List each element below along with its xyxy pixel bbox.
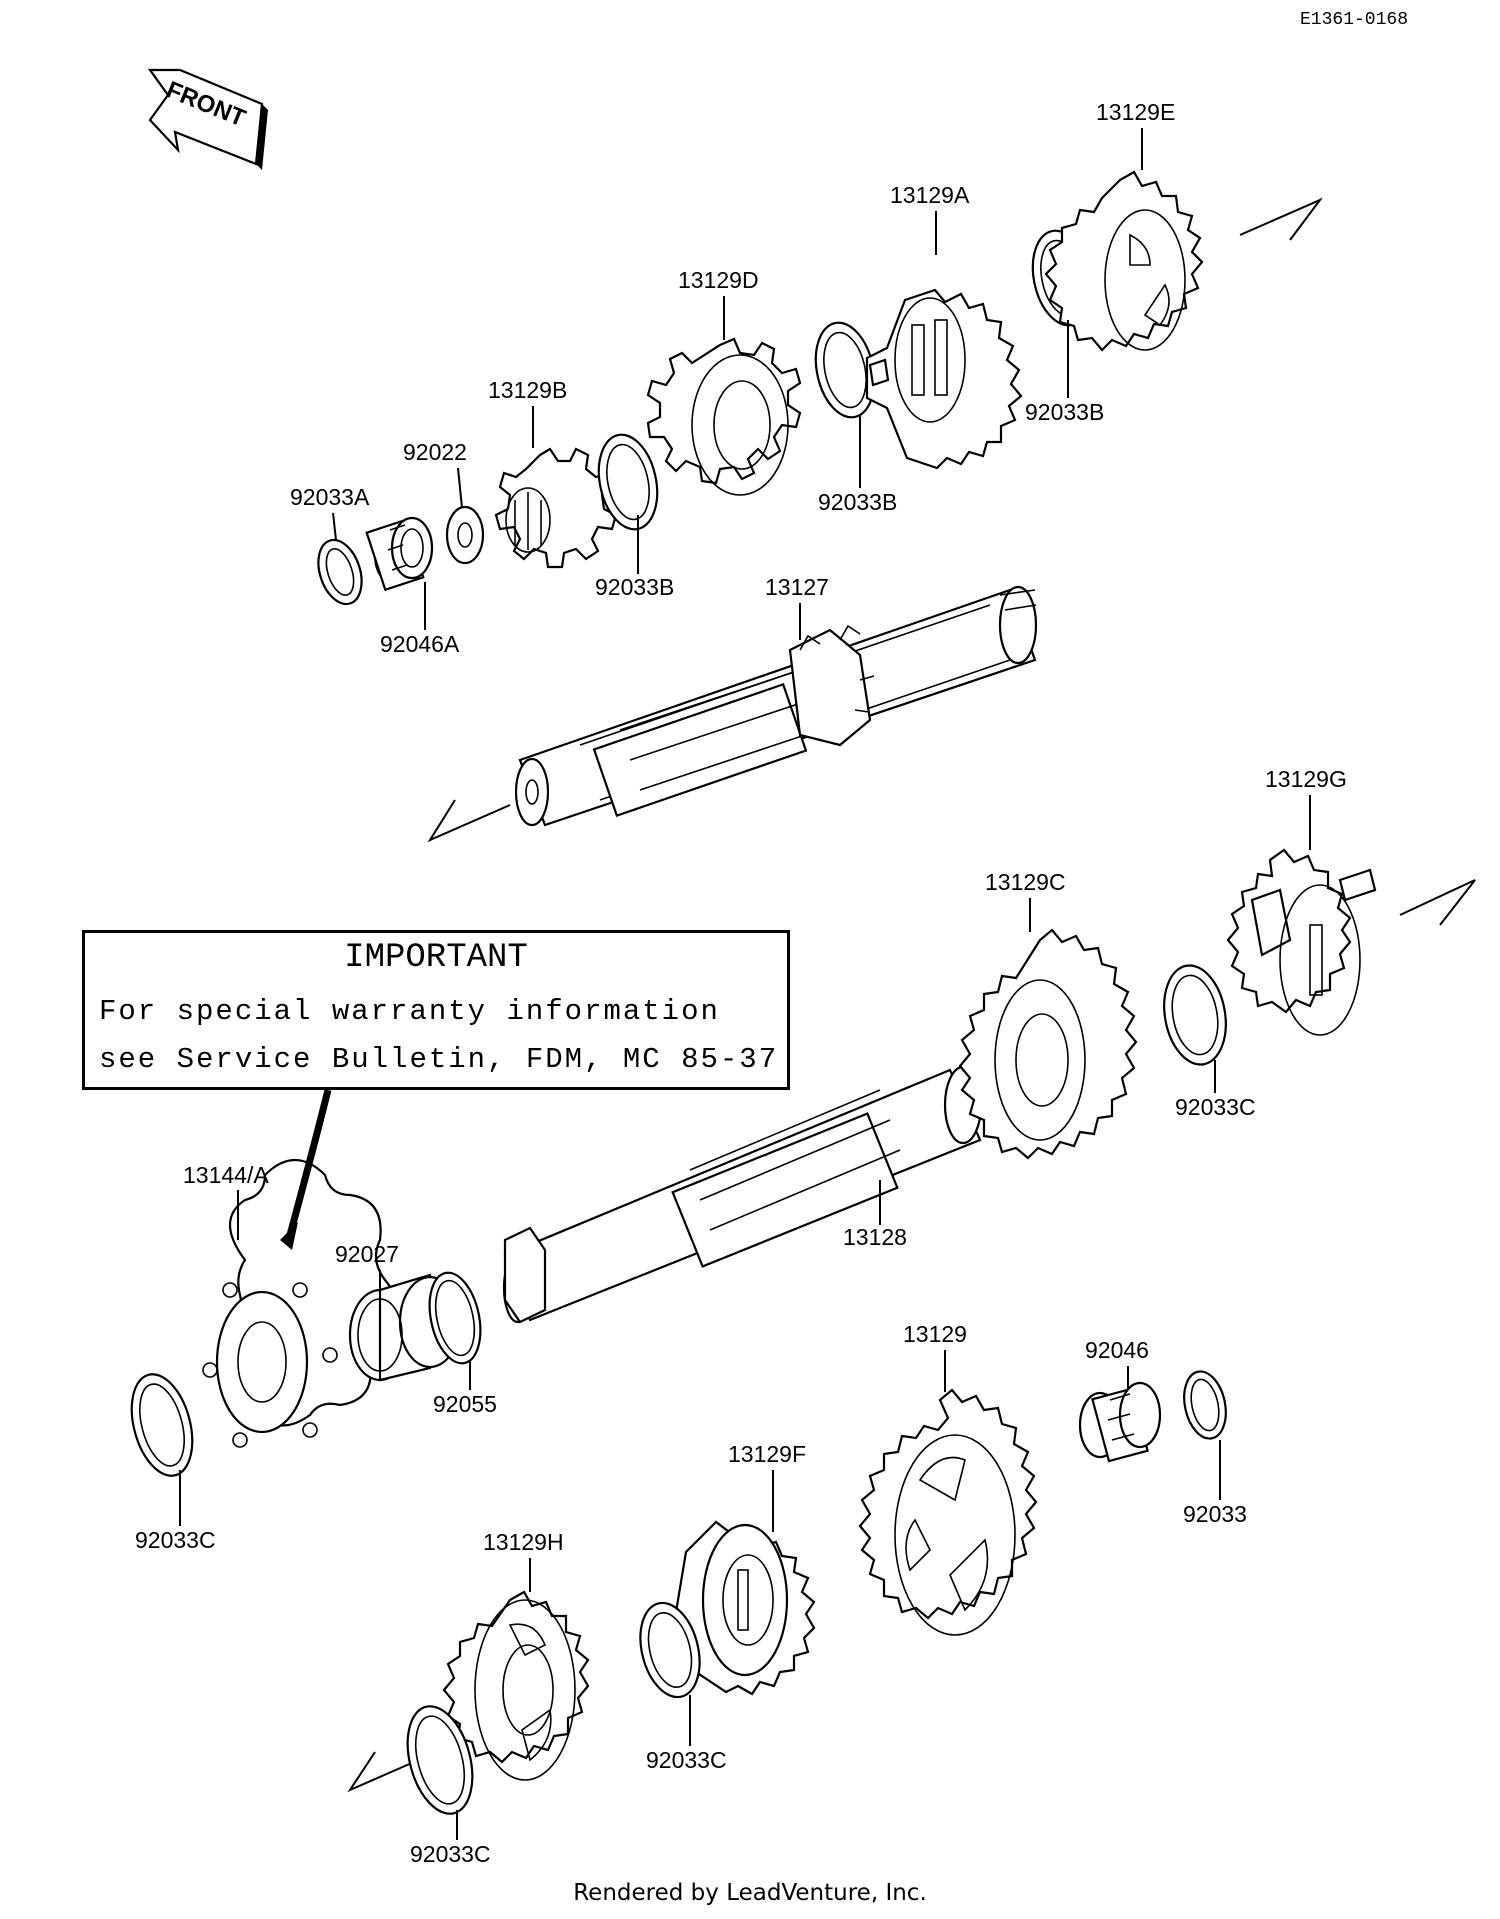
label-13129F: 13129F: [728, 1441, 806, 1467]
output-shaft-13128: [502, 1065, 983, 1324]
label-13129: 13129: [903, 1321, 967, 1347]
label-13129A: 13129A: [890, 182, 970, 208]
washer-92022: [445, 505, 485, 565]
input-shaft-13127: [514, 585, 1038, 827]
label-13128: 13128: [843, 1224, 907, 1250]
part-labels: 13129E 13129A 13129D 92033B 92033B 92033…: [135, 99, 1347, 1867]
notice-heading: IMPORTANT: [344, 939, 528, 977]
circlip-92033C-3: [639, 1601, 701, 1699]
footer-credit: Rendered by LeadVenture, Inc.: [573, 1880, 927, 1906]
axis-arrow-output: [1399, 879, 1476, 926]
gear-13129H: [442, 1590, 590, 1781]
important-notice-box: IMPORTANT For special warranty informati…: [82, 930, 790, 1090]
notice-line-1: For special warranty information: [99, 995, 720, 1028]
label-92033B-1: 92033B: [595, 574, 674, 600]
label-13129C: 13129C: [985, 869, 1066, 895]
label-13129D: 13129D: [678, 267, 759, 293]
notice-pointer-arrow: [286, 1089, 332, 1236]
gear-13129D: [646, 337, 802, 496]
front-arrow-icon: FRONT: [147, 68, 268, 170]
o-ring-92055: [428, 1271, 482, 1365]
label-92033C-4: 92033C: [410, 1841, 491, 1867]
label-92055: 92055: [433, 1391, 497, 1417]
gear-13129E: [1044, 170, 1204, 352]
needle-bearing-92046A: [365, 516, 434, 592]
axis-arrow-upper: [1239, 197, 1324, 241]
label-13129E: 13129E: [1096, 99, 1175, 125]
label-13129H: 13129H: [483, 1529, 564, 1555]
needle-bearing-92046: [1078, 1381, 1162, 1463]
circlip-92033: [1183, 1370, 1227, 1440]
label-92022: 92022: [403, 439, 467, 465]
gear-13129A: [865, 288, 1023, 470]
gear-13129C: [958, 928, 1138, 1160]
label-13144A: 13144/A: [183, 1162, 269, 1188]
gear-13129F: [674, 1520, 816, 1696]
circlip-92033B-1: [597, 433, 659, 531]
label-92033C-1: 92033C: [1175, 1094, 1256, 1120]
label-92033C-2: 92033C: [135, 1527, 216, 1553]
circlip-92033C-4: [406, 1705, 474, 1815]
label-92046: 92046: [1085, 1337, 1149, 1363]
reference-code: E1361-0168: [1300, 10, 1408, 30]
label-92027: 92027: [335, 1241, 399, 1267]
label-92033C-3: 92033C: [646, 1747, 727, 1773]
label-92033A: 92033A: [290, 484, 370, 510]
label-13127: 13127: [765, 574, 829, 600]
axis-arrow-lower: [427, 799, 511, 843]
circlip-92033C-1: [1163, 964, 1227, 1066]
label-92033: 92033: [1183, 1501, 1247, 1527]
circlip-92033C-2: [130, 1373, 194, 1477]
label-13129B: 13129B: [488, 377, 567, 403]
label-92033B-2: 92033B: [818, 489, 897, 515]
label-92033B-3: 92033B: [1025, 399, 1104, 425]
gear-13129B: [494, 447, 618, 569]
label-13129G: 13129G: [1265, 766, 1347, 792]
gear-13129G: [1226, 848, 1377, 1036]
axis-arrow-bottom: [347, 1751, 431, 1793]
circlip-92033A: [317, 538, 363, 606]
notice-line-2: see Service Bulletin, FDM, MC 85-37: [99, 1043, 779, 1076]
label-92046A: 92046A: [380, 631, 460, 657]
gear-13129: [858, 1388, 1038, 1636]
